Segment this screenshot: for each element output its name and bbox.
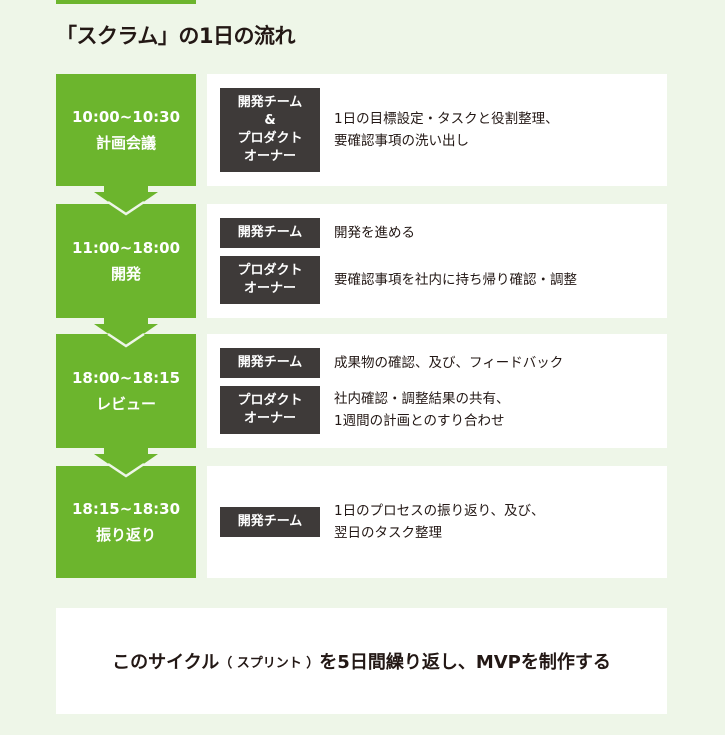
step-detail-panel: 開発チーム 1日のプロセスの振り返り、及び、 翌日のタスク整理 xyxy=(207,466,667,578)
role-tag: プロダクト オーナー xyxy=(220,386,320,434)
step-time: 10:00~10:30 xyxy=(71,108,181,126)
role-description: 成果物の確認、及び、フィードバック xyxy=(334,355,564,371)
accent-bar xyxy=(56,0,196,4)
role-description: 開発を進める xyxy=(334,225,415,241)
step-time: 18:00~18:15 xyxy=(71,369,181,387)
summary-after: を5日間繰り返し、MVPを制作する xyxy=(319,652,611,673)
role-tag: 開発チーム xyxy=(220,507,320,537)
step-time: 18:15~18:30 xyxy=(71,500,181,518)
step-name: 開発 xyxy=(110,265,141,283)
time-block: 18:00~18:15 レビュー xyxy=(56,334,196,448)
time-block: 18:15~18:30 振り返り xyxy=(56,466,196,578)
arrow-down-icon xyxy=(94,448,158,478)
step-detail-panel: 開発チーム 成果物の確認、及び、フィードバック プロダクト オーナー 社内確認・… xyxy=(207,334,667,448)
role-entry: 開発チーム 成果物の確認、及び、フィードバック xyxy=(220,348,667,378)
flow-step: 18:15~18:30 振り返り 開発チーム 1日のプロセスの振り返り、及び、 … xyxy=(56,466,667,578)
flow-step: 10:00~10:30 計画会議 開発チーム & プロダクト オーナー 1日の目… xyxy=(56,74,667,216)
role-tag: プロダクト オーナー xyxy=(220,256,320,304)
role-tag: 開発チーム & プロダクト オーナー xyxy=(220,88,320,172)
arrow-down-icon xyxy=(94,318,158,348)
time-block: 11:00~18:00 開発 xyxy=(56,204,196,318)
role-entry: 開発チーム 1日のプロセスの振り返り、及び、 翌日のタスク整理 xyxy=(220,500,667,544)
role-entry: 開発チーム & プロダクト オーナー 1日の目標設定・タスクと役割整理、 要確認… xyxy=(220,88,667,172)
page-title: 「スクラム」の1日の流れ xyxy=(56,24,295,48)
role-description: 1日の目標設定・タスクと役割整理、 要確認事項の洗い出し xyxy=(334,111,559,149)
role-entry: プロダクト オーナー 社内確認・調整結果の共有、 1週間の計画とのすり合わせ xyxy=(220,386,667,434)
role-entry: プロダクト オーナー 要確認事項を社内に持ち帰り確認・調整 xyxy=(220,256,667,304)
role-entry: 開発チーム 開発を進める xyxy=(220,218,667,248)
summary-paren: （ スプリント ） xyxy=(219,655,320,671)
role-description: 社内確認・調整結果の共有、 1週間の計画とのすり合わせ xyxy=(334,391,510,429)
summary-box: このサイクル （ スプリント ） を5日間繰り返し、MVPを制作する xyxy=(56,608,667,714)
role-description: 1日のプロセスの振り返り、及び、 翌日のタスク整理 xyxy=(334,503,545,541)
arrow-down-icon xyxy=(94,186,158,216)
step-name: 計画会議 xyxy=(95,134,156,152)
flow-step: 11:00~18:00 開発 開発チーム 開発を進める プロダクト オーナー 要… xyxy=(56,204,667,348)
role-tag: 開発チーム xyxy=(220,348,320,378)
step-name: レビュー xyxy=(95,395,156,413)
flow-step: 18:00~18:15 レビュー 開発チーム 成果物の確認、及び、フィードバック… xyxy=(56,334,667,478)
step-name: 振り返り xyxy=(95,526,156,544)
step-detail-panel: 開発チーム & プロダクト オーナー 1日の目標設定・タスクと役割整理、 要確認… xyxy=(207,74,667,186)
step-detail-panel: 開発チーム 開発を進める プロダクト オーナー 要確認事項を社内に持ち帰り確認・… xyxy=(207,204,667,318)
time-block: 10:00~10:30 計画会議 xyxy=(56,74,196,186)
step-time: 11:00~18:00 xyxy=(71,239,181,257)
summary-before: このサイクル xyxy=(112,652,220,673)
role-tag: 開発チーム xyxy=(220,218,320,248)
role-description: 要確認事項を社内に持ち帰り確認・調整 xyxy=(334,272,577,288)
